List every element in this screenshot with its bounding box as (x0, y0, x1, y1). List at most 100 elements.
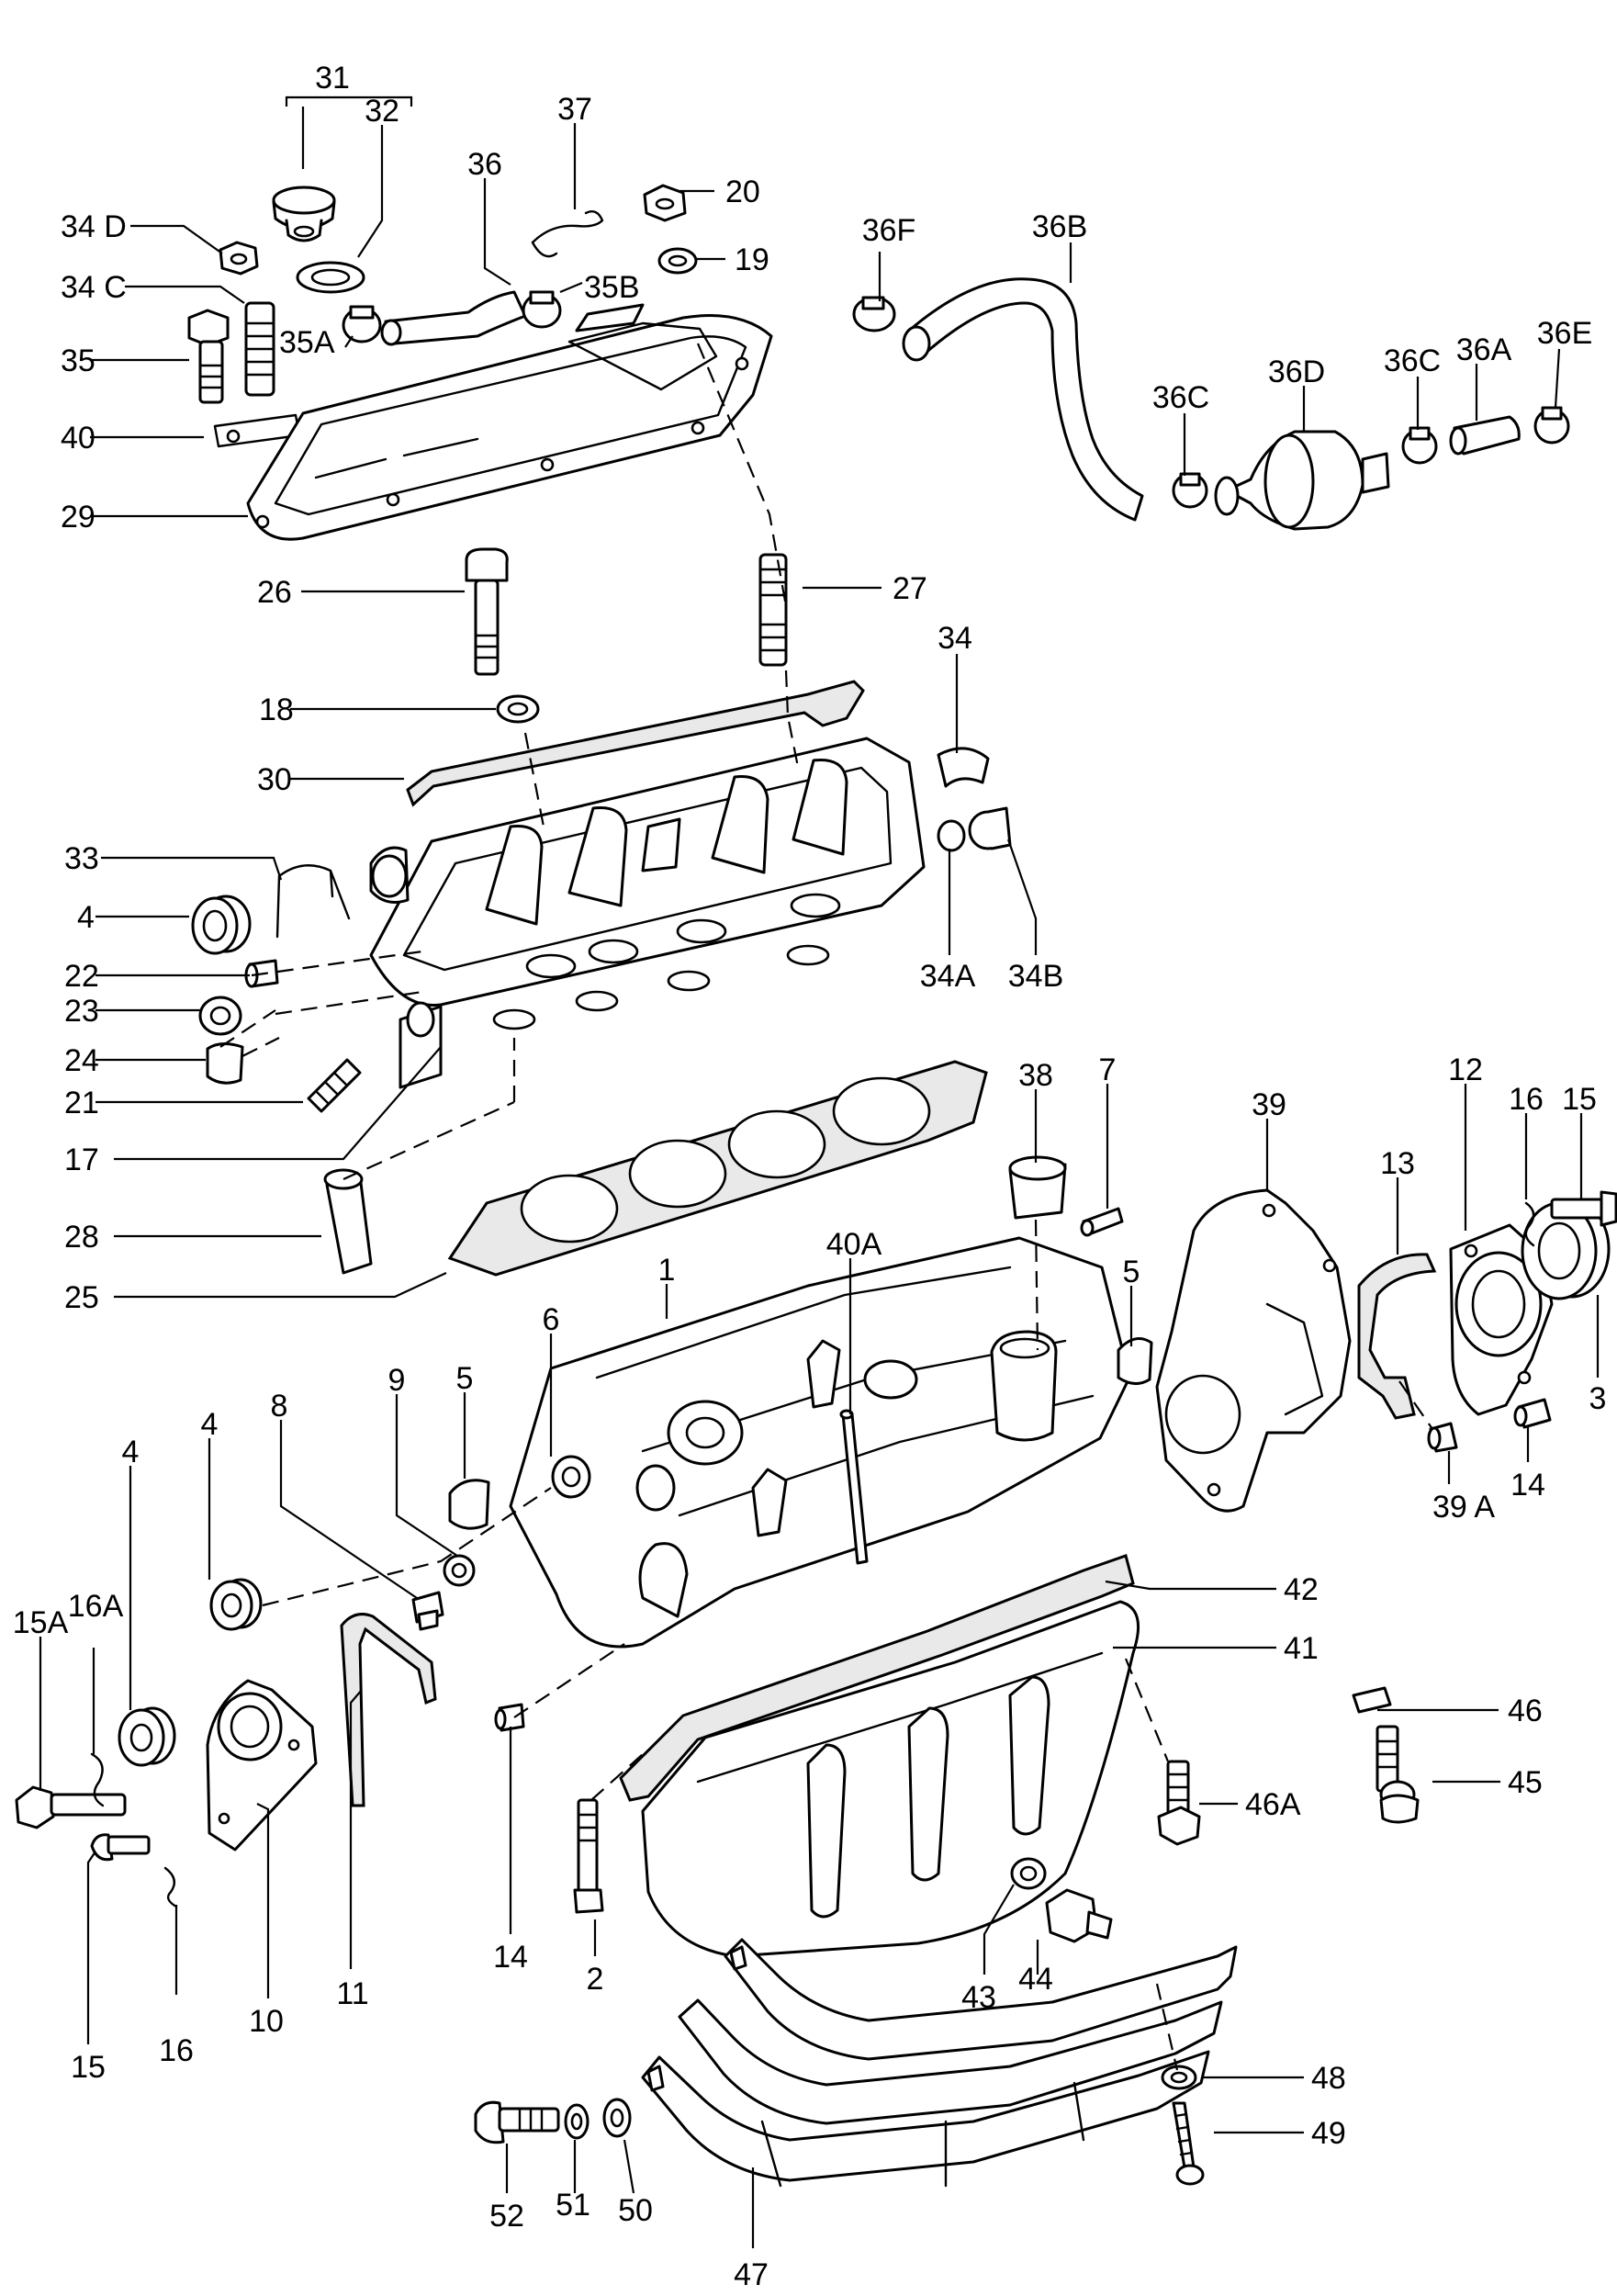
seal-4-upper (191, 895, 252, 955)
valve-cover-29 (246, 303, 773, 541)
callout-6: 6 (543, 1302, 560, 1337)
rear-seal-3 (1521, 1199, 1611, 1300)
callout-46: 46 (1508, 1694, 1543, 1728)
callout-25: 25 (64, 1280, 99, 1315)
callout-35: 35 (61, 343, 95, 378)
cylinder-head-17 (369, 737, 926, 1089)
callout-32: 32 (365, 94, 399, 129)
callout-23: 23 (64, 994, 99, 1029)
washer-48 (1161, 2065, 1197, 2090)
sprocket-cover-39 (1155, 1188, 1352, 1513)
nut-20 (643, 184, 687, 222)
callout-24: 24 (64, 1043, 99, 1078)
callout-13: 13 (1380, 1146, 1415, 1181)
filler-cap-seal (296, 261, 365, 294)
plate-46 (1352, 1686, 1392, 1714)
hose-clamp-36c-left (1172, 472, 1208, 509)
callout-20: 20 (725, 174, 760, 209)
callout-16a: 16A (68, 1589, 124, 1624)
bolt-15-upper (1550, 1190, 1617, 1227)
oil-filler-cap (272, 186, 336, 242)
hose-clamp-35a (342, 305, 382, 343)
hose-clamp-36f (852, 296, 896, 332)
washer-43 (1010, 1857, 1047, 1890)
callout-14-left: 14 (493, 1940, 528, 1975)
callout-36: 36 (467, 147, 502, 182)
washer-16a (90, 1752, 105, 1807)
callout-15-upper: 15 (1562, 1082, 1597, 1117)
callout-37: 37 (557, 92, 592, 127)
callout-52: 52 (489, 2199, 524, 2234)
dowel-14-left (494, 1703, 525, 1732)
callout-40: 40 (61, 421, 95, 456)
callout-5-lower: 5 (456, 1361, 474, 1396)
callout-5-upper: 5 (1123, 1255, 1140, 1289)
bolt-15 (90, 1833, 151, 1862)
front-cover-10 (206, 1679, 318, 1851)
seal-9 (443, 1554, 476, 1587)
callout-15-lower: 15 (71, 2050, 106, 2085)
screw-49 (1172, 2101, 1205, 2186)
cover-gasket-30 (406, 680, 865, 807)
callout-labels: 31 32 37 36 20 19 34 D 34 C 35B 35A 35 4… (13, 61, 1607, 2292)
plug-34b (968, 806, 1012, 850)
stud-34c (244, 301, 275, 397)
washer-16 (163, 1866, 178, 1908)
callout-28: 28 (64, 1220, 99, 1255)
gasket-13 (1357, 1253, 1437, 1420)
callout-36d: 36D (1268, 355, 1325, 389)
seal-4-left (209, 1578, 263, 1631)
stud-27 (758, 553, 788, 667)
callout-34: 34 (938, 621, 972, 656)
bolt-35 (187, 309, 230, 404)
plug-39a (1427, 1422, 1458, 1453)
hose-36a (1449, 415, 1521, 456)
callout-22: 22 (64, 959, 99, 994)
seal-34a (937, 819, 966, 852)
callout-38: 38 (1018, 1058, 1053, 1093)
leader-lines (39, 96, 1600, 2248)
plug-24 (206, 1042, 244, 1085)
callout-4-left: 4 (201, 1407, 219, 1442)
plug-5-upper (1117, 1337, 1153, 1385)
callout-1: 1 (658, 1253, 676, 1288)
callout-12: 12 (1448, 1052, 1483, 1087)
breather-hose-36 (380, 290, 527, 346)
plug-8 (411, 1591, 444, 1631)
washer-50 (602, 2098, 632, 2138)
nut-34d (219, 241, 259, 276)
bolt-2 (573, 1798, 604, 1914)
callout-14-right: 14 (1510, 1468, 1545, 1503)
callout-2: 2 (587, 1962, 604, 1997)
alignment-lines (219, 343, 1433, 2071)
callout-41: 41 (1284, 1631, 1319, 1666)
hose-clamp-36e (1533, 406, 1570, 445)
gasket-11 (340, 1613, 437, 1807)
pin-7 (1080, 1207, 1124, 1237)
callout-42: 42 (1284, 1572, 1319, 1607)
cylinder-head-bolt-26 (465, 547, 509, 676)
hose-clamp-35b (522, 290, 562, 329)
callout-47: 47 (734, 2257, 769, 2292)
washer-19 (657, 247, 698, 275)
callout-4-lower: 4 (122, 1435, 140, 1469)
callout-11: 11 (336, 1976, 368, 2011)
washer-16-upper (1524, 1201, 1535, 1247)
callout-36c-left: 36C (1152, 380, 1209, 415)
callout-16-lower: 16 (159, 2033, 194, 2068)
bolt-15a (15, 1785, 127, 1829)
heat-shield-47 (641, 1938, 1238, 2188)
head-gasket-25 (447, 1060, 988, 1277)
callout-50: 50 (618, 2193, 653, 2228)
callout-18: 18 (259, 692, 294, 727)
plug-5-lower (448, 1479, 490, 1530)
washer-18 (496, 694, 540, 724)
callout-9: 9 (388, 1363, 406, 1398)
callout-34d: 34 D (61, 209, 127, 244)
callout-31: 31 (315, 61, 350, 96)
callout-35b: 35B (584, 270, 640, 305)
callout-34c: 34 C (61, 270, 127, 305)
callout-51: 51 (556, 2188, 590, 2223)
dowel-14-right (1513, 1398, 1552, 1429)
seal-4-lower (118, 1706, 176, 1767)
